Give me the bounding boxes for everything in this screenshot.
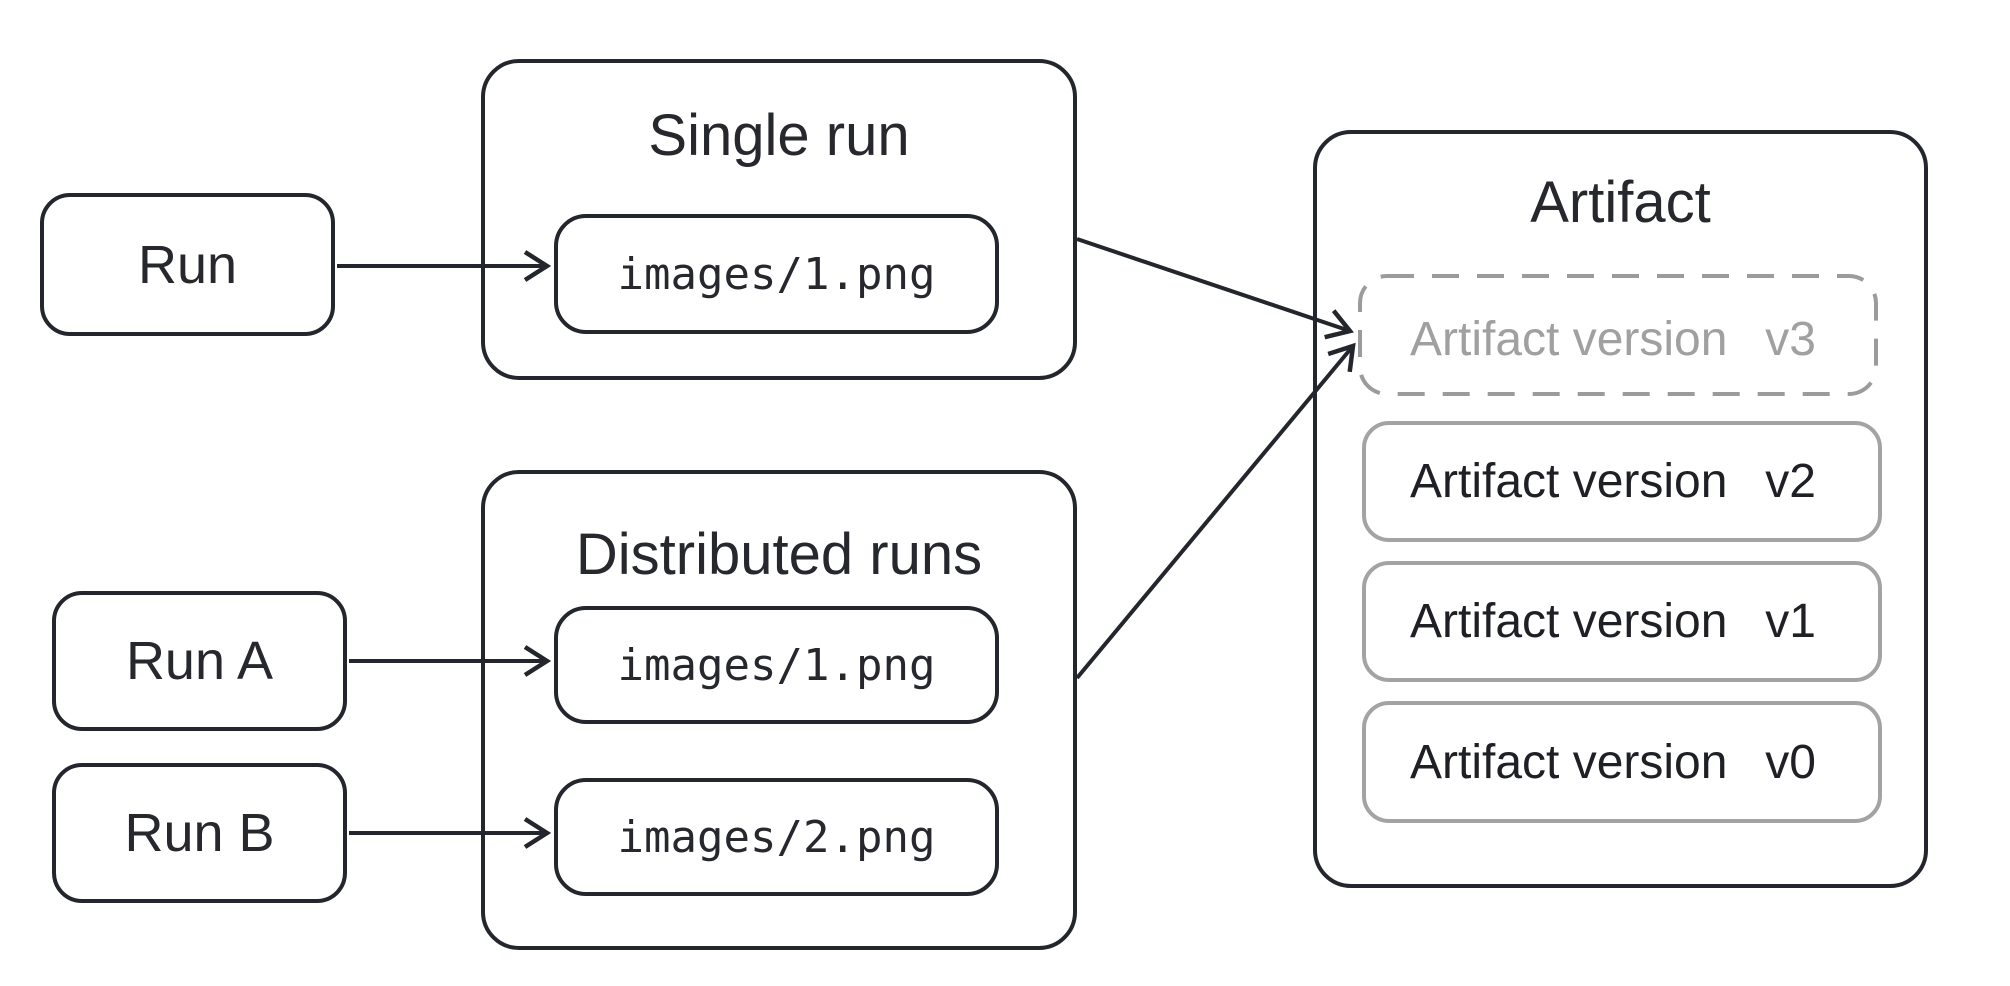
run-a-node-label: Run A bbox=[125, 631, 274, 691]
single-run-title: Single run bbox=[648, 103, 910, 168]
distributed-file-a-box: images/1.png bbox=[554, 606, 999, 724]
distributed-runs-title: Distributed runs bbox=[575, 522, 983, 587]
artifact-version-tag: v3 bbox=[1765, 312, 1816, 366]
run-node-label: Run bbox=[137, 234, 238, 295]
artifact-version-row-v1: Artifact version v1 bbox=[1362, 561, 1882, 682]
artifact-version-tag: v1 bbox=[1765, 595, 1816, 648]
artifact-title: Artifact bbox=[1530, 170, 1711, 235]
distributed-file-a-label: images/1.png bbox=[617, 639, 936, 691]
artifact-version-row-v2: Artifact version v2 bbox=[1362, 421, 1882, 542]
artifact-version-tag: v0 bbox=[1765, 735, 1816, 789]
artifact-version-tag: v2 bbox=[1765, 455, 1816, 508]
arrow-single-run-to-artifact-version bbox=[1076, 237, 1354, 340]
artifact-version-label: Artifact version bbox=[1410, 595, 1728, 648]
artifact-version-row-v0: Artifact version v0 bbox=[1362, 701, 1882, 823]
distributed-file-b-label: images/2.png bbox=[617, 811, 936, 863]
run-b-node-label: Run B bbox=[124, 803, 275, 863]
artifact-version-row-v3: Artifact version v3 bbox=[1362, 278, 1882, 400]
run-b-node: Run B bbox=[52, 763, 347, 903]
single-run-file-box: images/1.png bbox=[554, 214, 999, 334]
distributed-file-b-box: images/2.png bbox=[554, 778, 999, 896]
arrow-distributed-runs-to-artifact-version bbox=[1075, 342, 1356, 680]
single-run-group: Single run images/1.png bbox=[481, 59, 1077, 380]
artifact-version-label: Artifact version bbox=[1410, 455, 1728, 508]
run-a-node: Run A bbox=[52, 591, 347, 731]
artifact-group: Artifact Artifact version v3 Artifact ve… bbox=[1313, 130, 1928, 888]
run-node: Run bbox=[40, 193, 335, 336]
artifact-version-label: Artifact version bbox=[1410, 735, 1728, 789]
distributed-runs-group: Distributed runs images/1.png images/2.p… bbox=[481, 470, 1077, 950]
artifact-version-label: Artifact version bbox=[1410, 312, 1728, 366]
single-run-file-label: images/1.png bbox=[617, 248, 936, 300]
